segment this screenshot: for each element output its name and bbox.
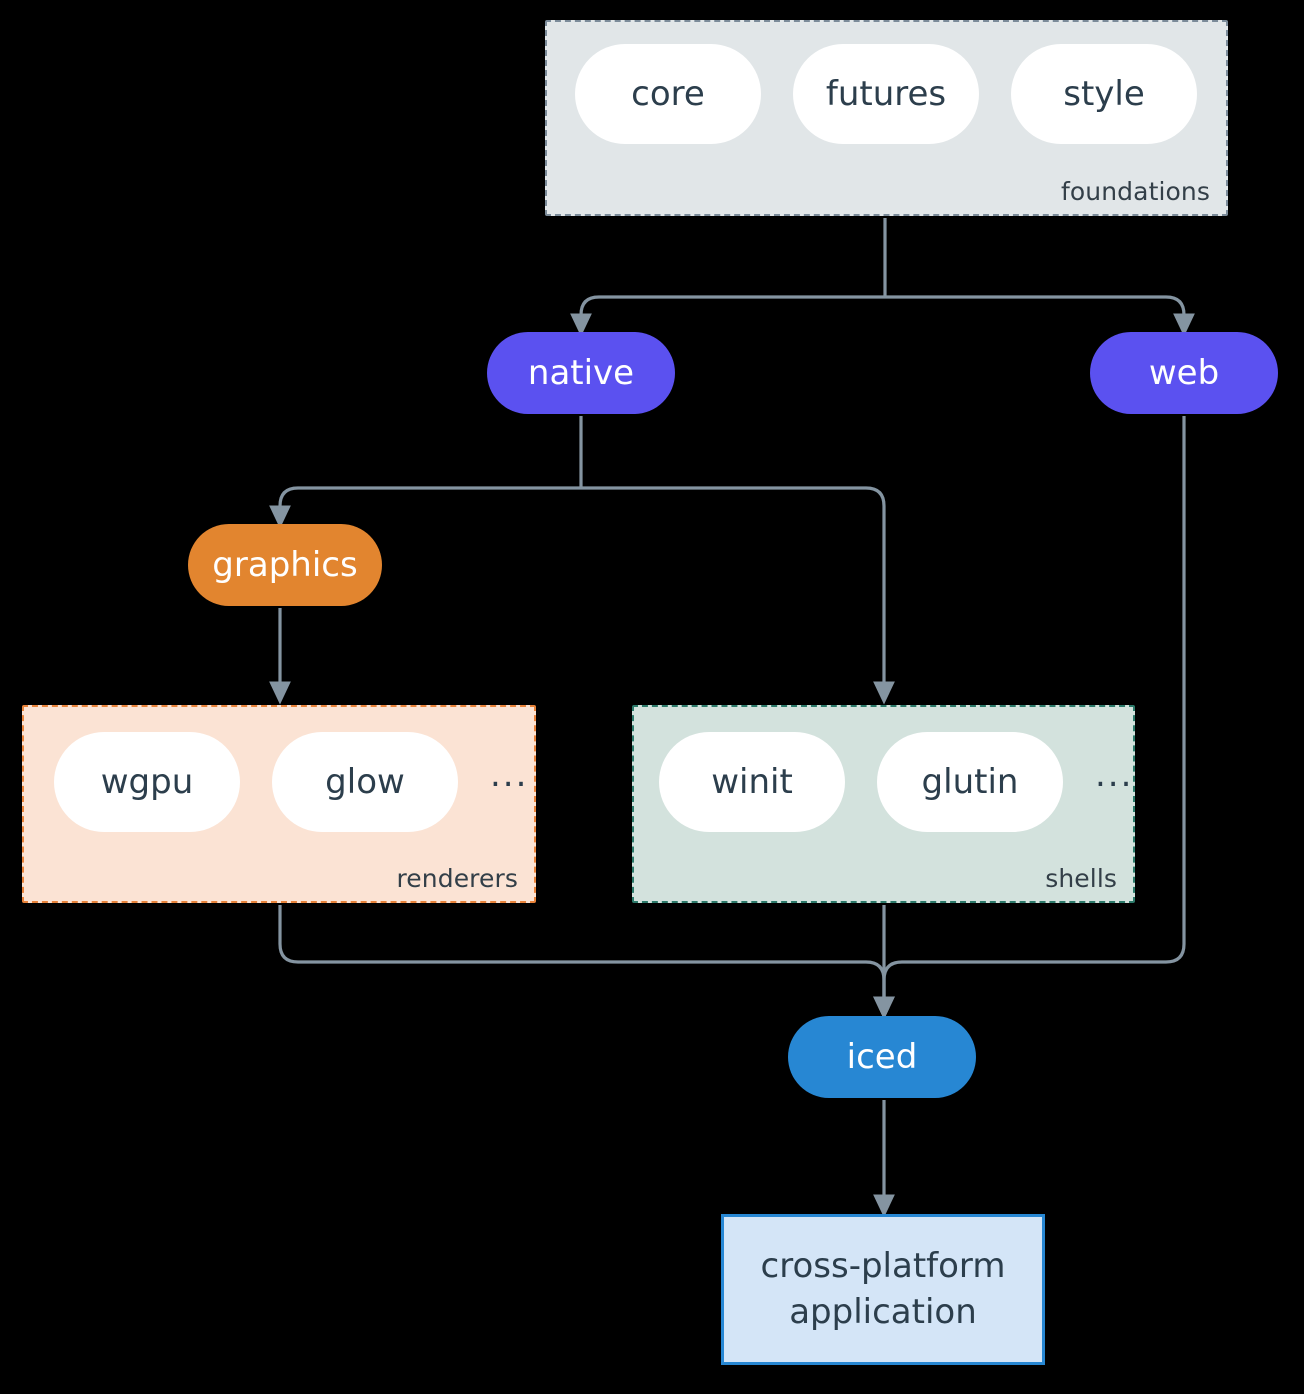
edge-renderers-iced (278, 905, 895, 1020)
group-renderers-items: wgpu glow ... (54, 732, 528, 832)
node-iced[interactable]: iced (788, 1016, 976, 1098)
group-foundations-items: core futures style (575, 44, 1197, 144)
node-winit[interactable]: winit (659, 732, 845, 832)
node-native[interactable]: native (487, 332, 675, 414)
node-web[interactable]: web (1090, 332, 1278, 414)
group-renderers-label: renderers (396, 864, 518, 893)
node-futures[interactable]: futures (793, 44, 979, 144)
group-shells-label: shells (1045, 864, 1117, 893)
edge-foundations-native (570, 295, 885, 337)
application-line-2: application (789, 1291, 977, 1332)
group-shells-items: winit glutin ... (659, 732, 1133, 832)
group-foundations: core futures style foundations (545, 20, 1228, 216)
node-wgpu[interactable]: wgpu (54, 732, 240, 832)
edge-native-graphics (269, 486, 581, 529)
renderers-ellipsis: ... (490, 755, 529, 795)
edge-native-shells (581, 486, 895, 705)
group-foundations-label: foundations (1061, 177, 1210, 206)
node-graphics[interactable]: graphics (188, 524, 382, 606)
node-glow[interactable]: glow (272, 732, 458, 832)
application-line-1: cross-platform (760, 1245, 1006, 1286)
edge-foundations-web (885, 295, 1195, 337)
group-renderers: wgpu glow ... renderers (22, 705, 536, 903)
node-style[interactable]: style (1011, 44, 1197, 144)
shells-ellipsis: ... (1095, 755, 1134, 795)
group-shells: winit glutin ... shells (632, 705, 1135, 903)
node-cross-platform-application[interactable]: cross-platform application (721, 1214, 1045, 1365)
node-core[interactable]: core (575, 44, 761, 144)
node-glutin[interactable]: glutin (877, 732, 1063, 832)
